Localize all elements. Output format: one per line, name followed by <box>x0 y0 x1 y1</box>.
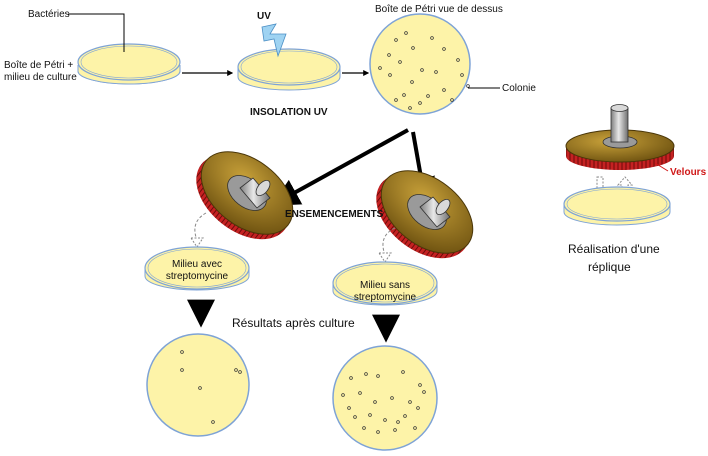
velvet-stamp-middle <box>376 170 474 259</box>
colony-dot <box>416 406 420 410</box>
transfer-arrow-middle <box>382 227 396 256</box>
transfer-arrow-left <box>194 212 207 241</box>
label-without-strep-1: Milieu sans <box>360 280 410 291</box>
colony-dot <box>456 58 460 62</box>
result-dish-without-streptomycin <box>332 345 438 451</box>
colony-dot <box>378 66 382 70</box>
colony-dot <box>413 426 417 430</box>
colony-dot <box>376 430 380 434</box>
label-replica-2: réplique <box>588 260 631 274</box>
petri-dish-replica <box>563 186 671 226</box>
colony-dot <box>408 106 412 110</box>
colony-dot <box>373 400 377 404</box>
colony-dot <box>211 420 215 424</box>
colony-dot <box>402 93 406 97</box>
petri-dish-uv <box>237 48 341 91</box>
colony-dot <box>426 94 430 98</box>
label-uv: UV <box>257 11 271 22</box>
velvet-stamp-replica <box>565 104 675 170</box>
colony-dot <box>450 98 454 102</box>
petri-dish-initial <box>77 43 181 85</box>
colony-dot <box>388 73 392 77</box>
velvet-stamp-left <box>196 151 294 240</box>
colony-dot <box>466 84 470 88</box>
label-without-strep-2: streptomycine <box>354 292 417 303</box>
colony-dot <box>404 31 408 35</box>
colonies-main <box>378 31 470 110</box>
colony-dot <box>383 418 387 422</box>
label-with-strep-2: streptomycine <box>166 271 229 282</box>
colony-dot <box>408 400 412 404</box>
colony-dot <box>398 60 402 64</box>
colony-dot <box>394 38 398 42</box>
colony-dot <box>410 80 414 84</box>
colony-dot <box>362 426 366 430</box>
colony-dot <box>180 350 184 354</box>
petri-dish-top-view <box>369 13 471 115</box>
colony-dot <box>460 73 464 77</box>
colony-dot <box>418 101 422 105</box>
label-bacteria: Bactéries <box>28 9 70 20</box>
colony-dot <box>422 390 426 394</box>
colony-dot <box>442 88 446 92</box>
colony-dot <box>394 98 398 102</box>
colony-dot <box>353 415 357 419</box>
colony-dot <box>418 383 422 387</box>
colony-dot <box>358 391 362 395</box>
colony-dot <box>411 46 415 50</box>
label-top-view: Boîte de Pétri vue de dessus <box>375 4 503 15</box>
colony-dot <box>420 68 424 72</box>
colony-dot <box>401 370 405 374</box>
colony-dot <box>396 420 400 424</box>
colony-dot <box>387 53 391 57</box>
transfer-arrowhead-middle <box>378 252 392 263</box>
colonies-result-with-streptomycin <box>180 350 242 424</box>
uv-lightning-icon <box>261 23 287 58</box>
colony-dot <box>368 413 372 417</box>
label-inoculations: ENSEMENCEMENTS <box>285 209 384 220</box>
colony-dot <box>180 368 184 372</box>
result-dish-with-streptomycin <box>146 333 250 437</box>
colony-dot <box>234 368 238 372</box>
colony-dot <box>442 47 446 51</box>
colony-dot <box>430 36 434 40</box>
colonies-result-without-streptomycin <box>341 370 426 434</box>
colony-dot <box>198 386 202 390</box>
colony-dot <box>341 393 345 397</box>
colony-dot <box>434 70 438 74</box>
velvet-leader-line <box>654 162 669 172</box>
label-petri-medium-1: Boîte de Pétri + <box>4 60 73 71</box>
colony-dot <box>393 428 397 432</box>
colony-dot <box>364 372 368 376</box>
colony-dot <box>347 406 351 410</box>
colony-dot <box>390 396 394 400</box>
label-velvet: Velours <box>670 167 707 178</box>
bacteria-leader-line <box>68 13 125 52</box>
label-replica-1: Réalisation d'une <box>568 242 660 256</box>
arrow-to-stamp-left <box>271 128 409 206</box>
transfer-arrowhead-left <box>190 237 204 248</box>
petri-dish-with-streptomycin <box>144 246 250 291</box>
colony-dot <box>403 414 407 418</box>
label-petri-medium-2: milieu de culture <box>4 72 77 83</box>
label-colony: Colonie <box>502 83 536 94</box>
label-uv-exposure: INSOLATION UV <box>250 107 328 118</box>
colony-dot <box>376 374 380 378</box>
colony-dot <box>349 376 353 380</box>
colony-dot <box>238 370 242 374</box>
petri-dish-without-streptomycin <box>332 261 438 306</box>
label-with-strep-1: Milieu avec <box>172 259 222 270</box>
label-results: Résultats après culture <box>232 316 355 330</box>
